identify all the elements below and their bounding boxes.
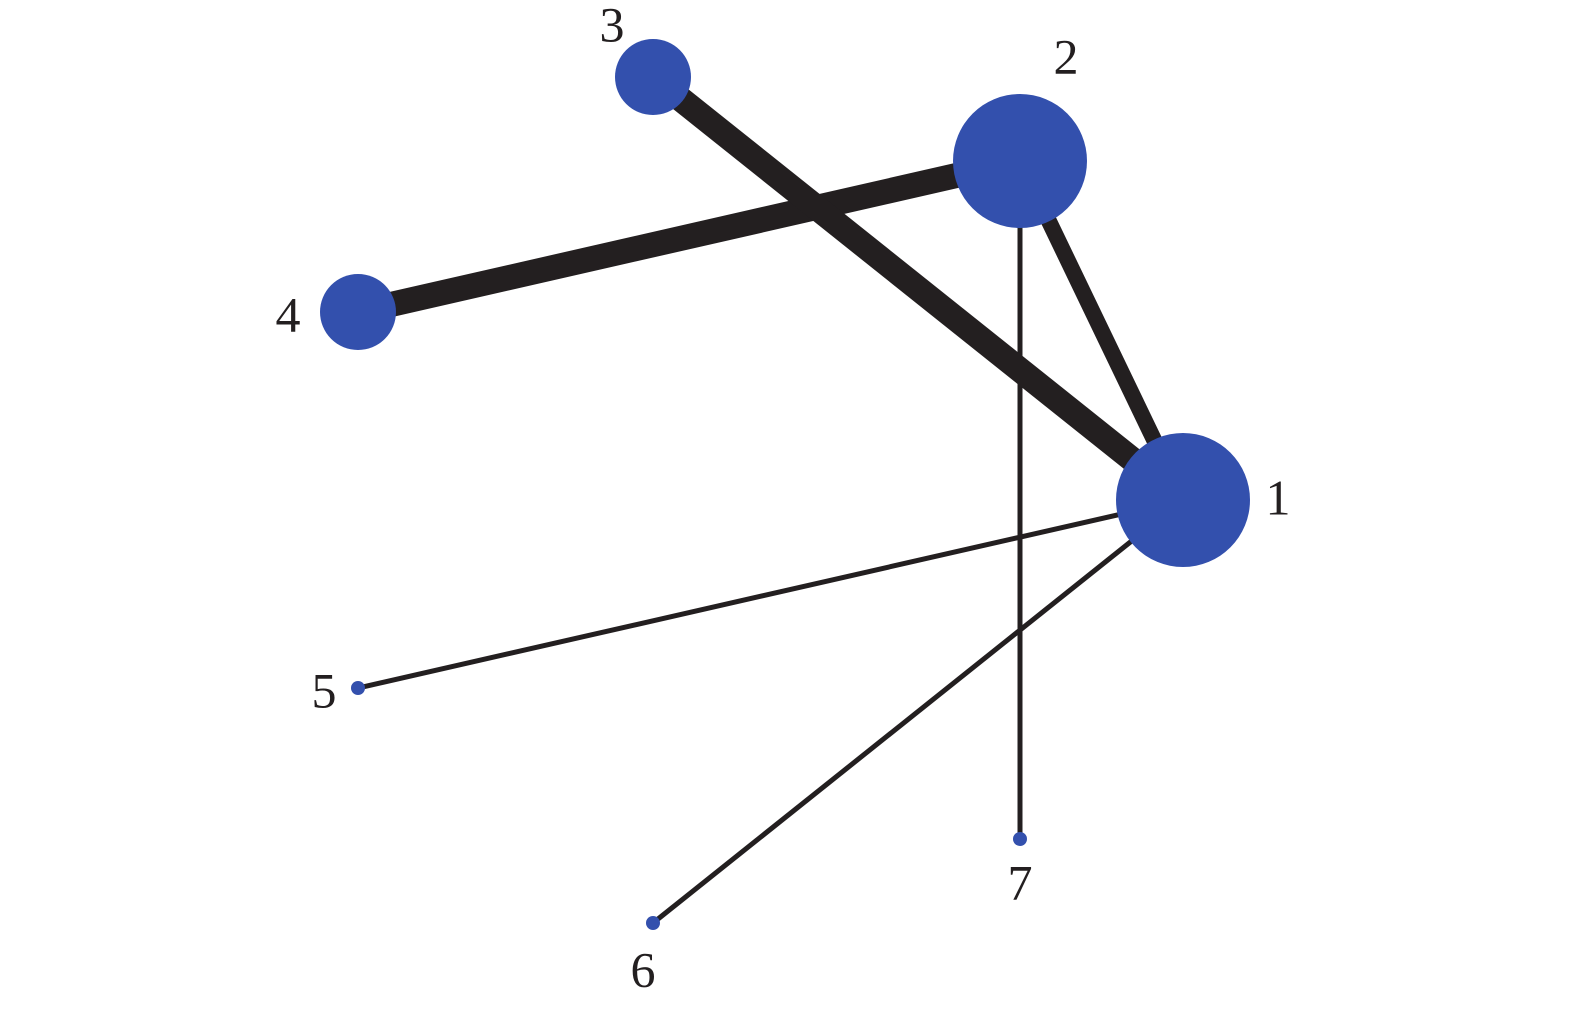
edge-2-4: [355, 148, 1023, 325]
node-label-6: 6: [631, 941, 656, 997]
node-label-7: 7: [1008, 854, 1033, 910]
node-label-3: 3: [600, 0, 625, 52]
node-1: [1116, 433, 1250, 567]
labels-layer: 1 2 3 4 5 6 7: [276, 0, 1291, 997]
node-4: [320, 274, 396, 350]
node-6: [646, 916, 660, 930]
node-label-5: 5: [312, 662, 337, 718]
edge-1-5: [357, 497, 1184, 691]
node-2: [953, 94, 1087, 228]
edge-3-1: [645, 67, 1191, 510]
node-7: [1013, 832, 1027, 846]
node-5: [351, 681, 365, 695]
node-label-4: 4: [276, 286, 301, 342]
edge-1-6: [651, 498, 1185, 925]
node-label-1: 1: [1266, 469, 1291, 525]
node-3: [615, 39, 691, 115]
nodes-layer: [320, 39, 1250, 930]
node-label-2: 2: [1054, 28, 1079, 84]
